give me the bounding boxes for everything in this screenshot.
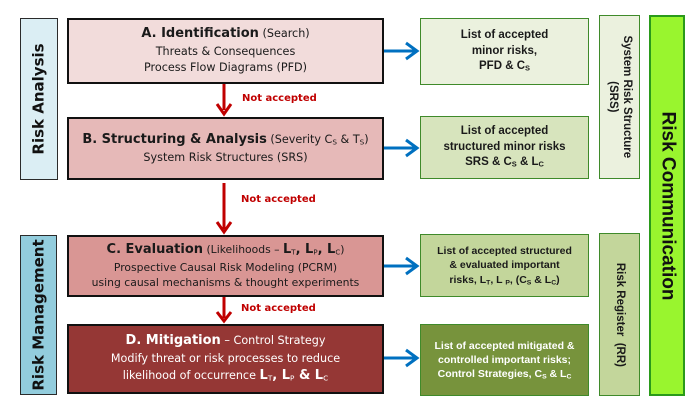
risk-analysis-phase: Risk Analysis <box>20 18 58 180</box>
output-4-line-3: Control Strategies, CS & LC <box>421 367 588 381</box>
subscript: C <box>323 373 329 383</box>
text: , L <box>490 273 506 286</box>
flow-arrow-a-to-b <box>215 84 233 117</box>
output-1-line-1: List of accepted <box>460 29 549 42</box>
output-3-line-1: List of accepted structured <box>437 245 572 258</box>
stage-b-severity-text: & T <box>337 132 360 146</box>
subscript: S <box>542 373 547 381</box>
stage-b-severity-text: ) <box>364 132 369 146</box>
subscript: P <box>290 373 295 383</box>
flow-arrow-c-to-d <box>215 297 233 324</box>
stage-a-title: A. Identification <box>141 26 259 42</box>
stage-b-title: B. Structuring & Analysis <box>82 131 267 147</box>
stage-d-title-suffix: – Control Strategy <box>220 334 326 348</box>
subscript: S <box>511 159 517 169</box>
not-accepted-label-ab: Not accepted <box>242 93 317 104</box>
text: ) <box>556 273 560 286</box>
output-2-line-3: SRS & CS & LC <box>421 155 588 171</box>
risk-register: Risk Register (RR) <box>599 233 640 396</box>
text: , (C <box>509 273 527 286</box>
subscript: S <box>526 278 532 286</box>
stage-b-title-line: B. Structuring & Analysis (Severity CS &… <box>69 131 382 150</box>
stage-a-identification: A. Identification (Search) Threats & Con… <box>67 18 384 84</box>
stage-a-title-line: A. Identification (Search) <box>69 25 382 44</box>
likelihood-symbol: & L <box>294 368 324 384</box>
stage-d-mitigation: D. Mitigation – Control Strategy Modify … <box>67 324 384 394</box>
stage-c-evaluation: C. Evaluation (Likelihoods – LT, LP, LC)… <box>67 235 384 297</box>
stage-a-line-1: Threats & Consequences <box>155 45 296 59</box>
output-accepted-minor-risks: List of accepted minor risks, PFD & CS <box>420 18 589 85</box>
output-arrow-d <box>384 348 420 368</box>
not-accepted-label-bc: Not accepted <box>241 194 316 205</box>
stage-c-title-suffix: (Likelihoods – <box>203 242 283 256</box>
text: PFD & C <box>479 60 525 73</box>
text: risks, L <box>449 273 487 286</box>
output-arrow-a <box>384 41 420 61</box>
output-4-line-1: List of accepted mitigated & <box>434 339 575 352</box>
likelihood-symbol: , L <box>272 368 291 384</box>
subscript: S <box>332 137 337 147</box>
text: & L <box>516 156 539 169</box>
subscript: S <box>359 137 365 147</box>
text: & L <box>546 368 567 381</box>
text: Control Strategies, C <box>437 368 543 381</box>
risk-communication-bar: Risk Communication <box>649 15 685 396</box>
output-accepted-mitigated-risks: List of accepted mitigated & controlled … <box>420 324 589 396</box>
output-1-line-2: minor risks, <box>471 44 538 57</box>
subscript: T <box>267 373 273 383</box>
text: SRS & C <box>465 156 512 169</box>
stage-b-severity-text: (Severity C <box>266 132 333 146</box>
output-arrow-c <box>384 256 420 276</box>
subscript: T <box>486 278 491 286</box>
subscript: P <box>313 247 318 257</box>
paren: ) <box>340 242 345 256</box>
likelihood-symbol: , L <box>295 241 314 257</box>
output-4-line-2: controlled important risks; <box>437 353 572 366</box>
stage-d-title-line: D. Mitigation – Control Strategy <box>69 332 382 351</box>
system-risk-structure-register: System Risk Structure (SRS) <box>599 15 640 179</box>
subscript: P <box>505 278 510 286</box>
output-3-line-2: & evaluated important <box>449 259 560 272</box>
output-2-line-2: structured minor risks <box>443 140 566 153</box>
stage-a-line-2: Process Flow Diagrams (PFD) <box>143 61 308 75</box>
output-1-line-3: PFD & CS <box>421 59 588 75</box>
subscript: S <box>525 63 530 73</box>
subscript: C <box>566 373 572 381</box>
stage-c-line-1: Prospective Causal Risk Modeling (PCRM) <box>113 260 338 274</box>
stage-b-structuring-analysis: B. Structuring & Analysis (Severity CS &… <box>67 117 384 180</box>
stage-d-line-2-text: likelihood of occurrence <box>122 369 260 383</box>
subscript: C <box>538 159 544 169</box>
stage-a-title-suffix: (Search) <box>258 27 310 41</box>
subscript: T <box>291 247 296 257</box>
stage-c-title-line: C. Evaluation (Likelihoods – LT, LP, LC) <box>69 241 382 260</box>
likelihood-symbol: L <box>283 241 292 257</box>
stage-d-title: D. Mitigation <box>125 333 221 349</box>
not-accepted-label-cd: Not accepted <box>241 303 316 314</box>
output-arrow-b <box>384 138 420 158</box>
output-2-line-1: List of accepted <box>460 125 549 138</box>
subscript: C <box>551 278 557 286</box>
output-accepted-structured-minor-risks: List of accepted structured minor risks … <box>420 116 589 179</box>
likelihood-symbol: L <box>259 368 268 384</box>
stage-d-line-2: likelihood of occurrence LT, LP & LC <box>69 367 382 386</box>
likelihood-symbol: , L <box>317 241 336 257</box>
stage-c-title: C. Evaluation <box>106 241 204 257</box>
subscript: C <box>335 247 341 257</box>
output-3-line-3: risks, LT, L P, (CS & LC) <box>421 273 588 287</box>
output-accepted-evaluated-important-risks: List of accepted structured & evaluated … <box>420 234 589 297</box>
stage-b-line-1: System Risk Structures (SRS) <box>143 150 308 164</box>
risk-management-phase: Risk Management <box>20 235 57 395</box>
flow-arrow-b-to-c <box>215 183 233 235</box>
stage-c-line-2: using causal mechanisms & thought experi… <box>91 276 360 290</box>
text: & L <box>531 273 552 286</box>
stage-d-line-1: Modify threat or risk processes to reduc… <box>110 351 341 365</box>
